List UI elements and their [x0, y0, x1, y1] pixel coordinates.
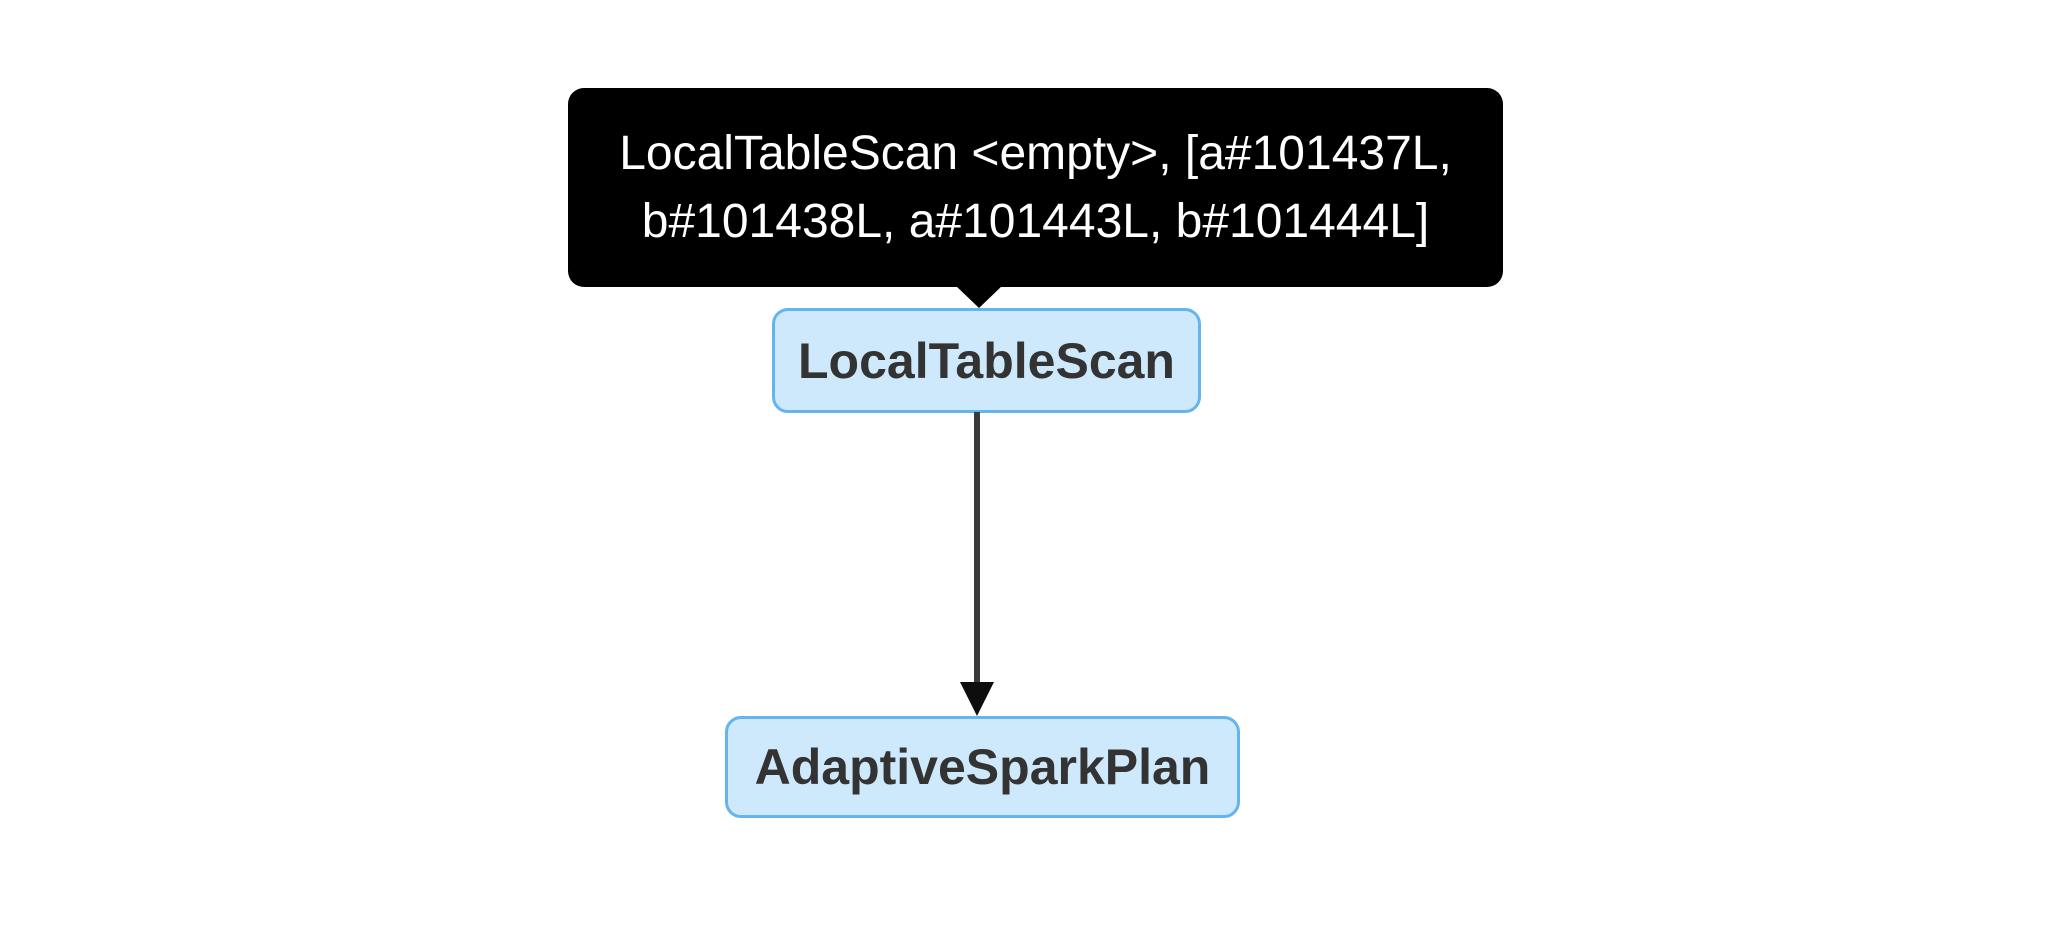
- edge-line: [974, 412, 980, 684]
- node-tooltip: LocalTableScan <empty>, [a#101437L, b#10…: [568, 88, 1503, 287]
- tooltip-text-line-2: b#101438L, a#101443L, b#101444L]: [641, 194, 1430, 248]
- plan-node-label: LocalTableScan: [798, 332, 1175, 389]
- tooltip-caret-icon: [955, 285, 1003, 308]
- plan-node-adaptivesparkplan[interactable]: AdaptiveSparkPlan: [725, 716, 1240, 818]
- plan-node-localtablescan[interactable]: LocalTableScan: [772, 308, 1201, 413]
- edge-arrowhead-icon: [960, 682, 994, 716]
- plan-node-label: AdaptiveSparkPlan: [754, 739, 1211, 795]
- tooltip-text-line-1: LocalTableScan <empty>, [a#101437L,: [619, 126, 1452, 180]
